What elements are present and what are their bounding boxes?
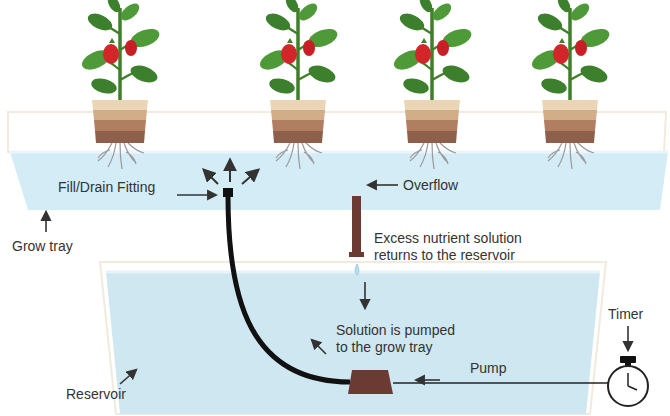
timer: [608, 366, 648, 406]
fitting-label: Fill/Drain Fitting: [58, 179, 178, 196]
droplet: [355, 264, 359, 275]
grow-tray: [10, 152, 668, 210]
pumped-label: Solution is pumped to the grow tray: [336, 322, 464, 356]
reservoir-label: Reservoir: [66, 386, 146, 403]
pump-wire: [393, 382, 608, 384]
overflow-label: Overflow: [403, 177, 493, 194]
overflow-pipe: [352, 196, 361, 254]
hose: [228, 196, 350, 382]
excess-label: Excess nutrient solution returns to the …: [374, 230, 546, 264]
pump: [348, 370, 393, 394]
pump-label: Pump: [470, 360, 530, 377]
reservoir: [106, 272, 600, 414]
grow-tray-label: Grow tray: [12, 238, 102, 255]
fill-drain-fitting: [223, 188, 233, 197]
timer-label: Timer: [608, 306, 664, 323]
